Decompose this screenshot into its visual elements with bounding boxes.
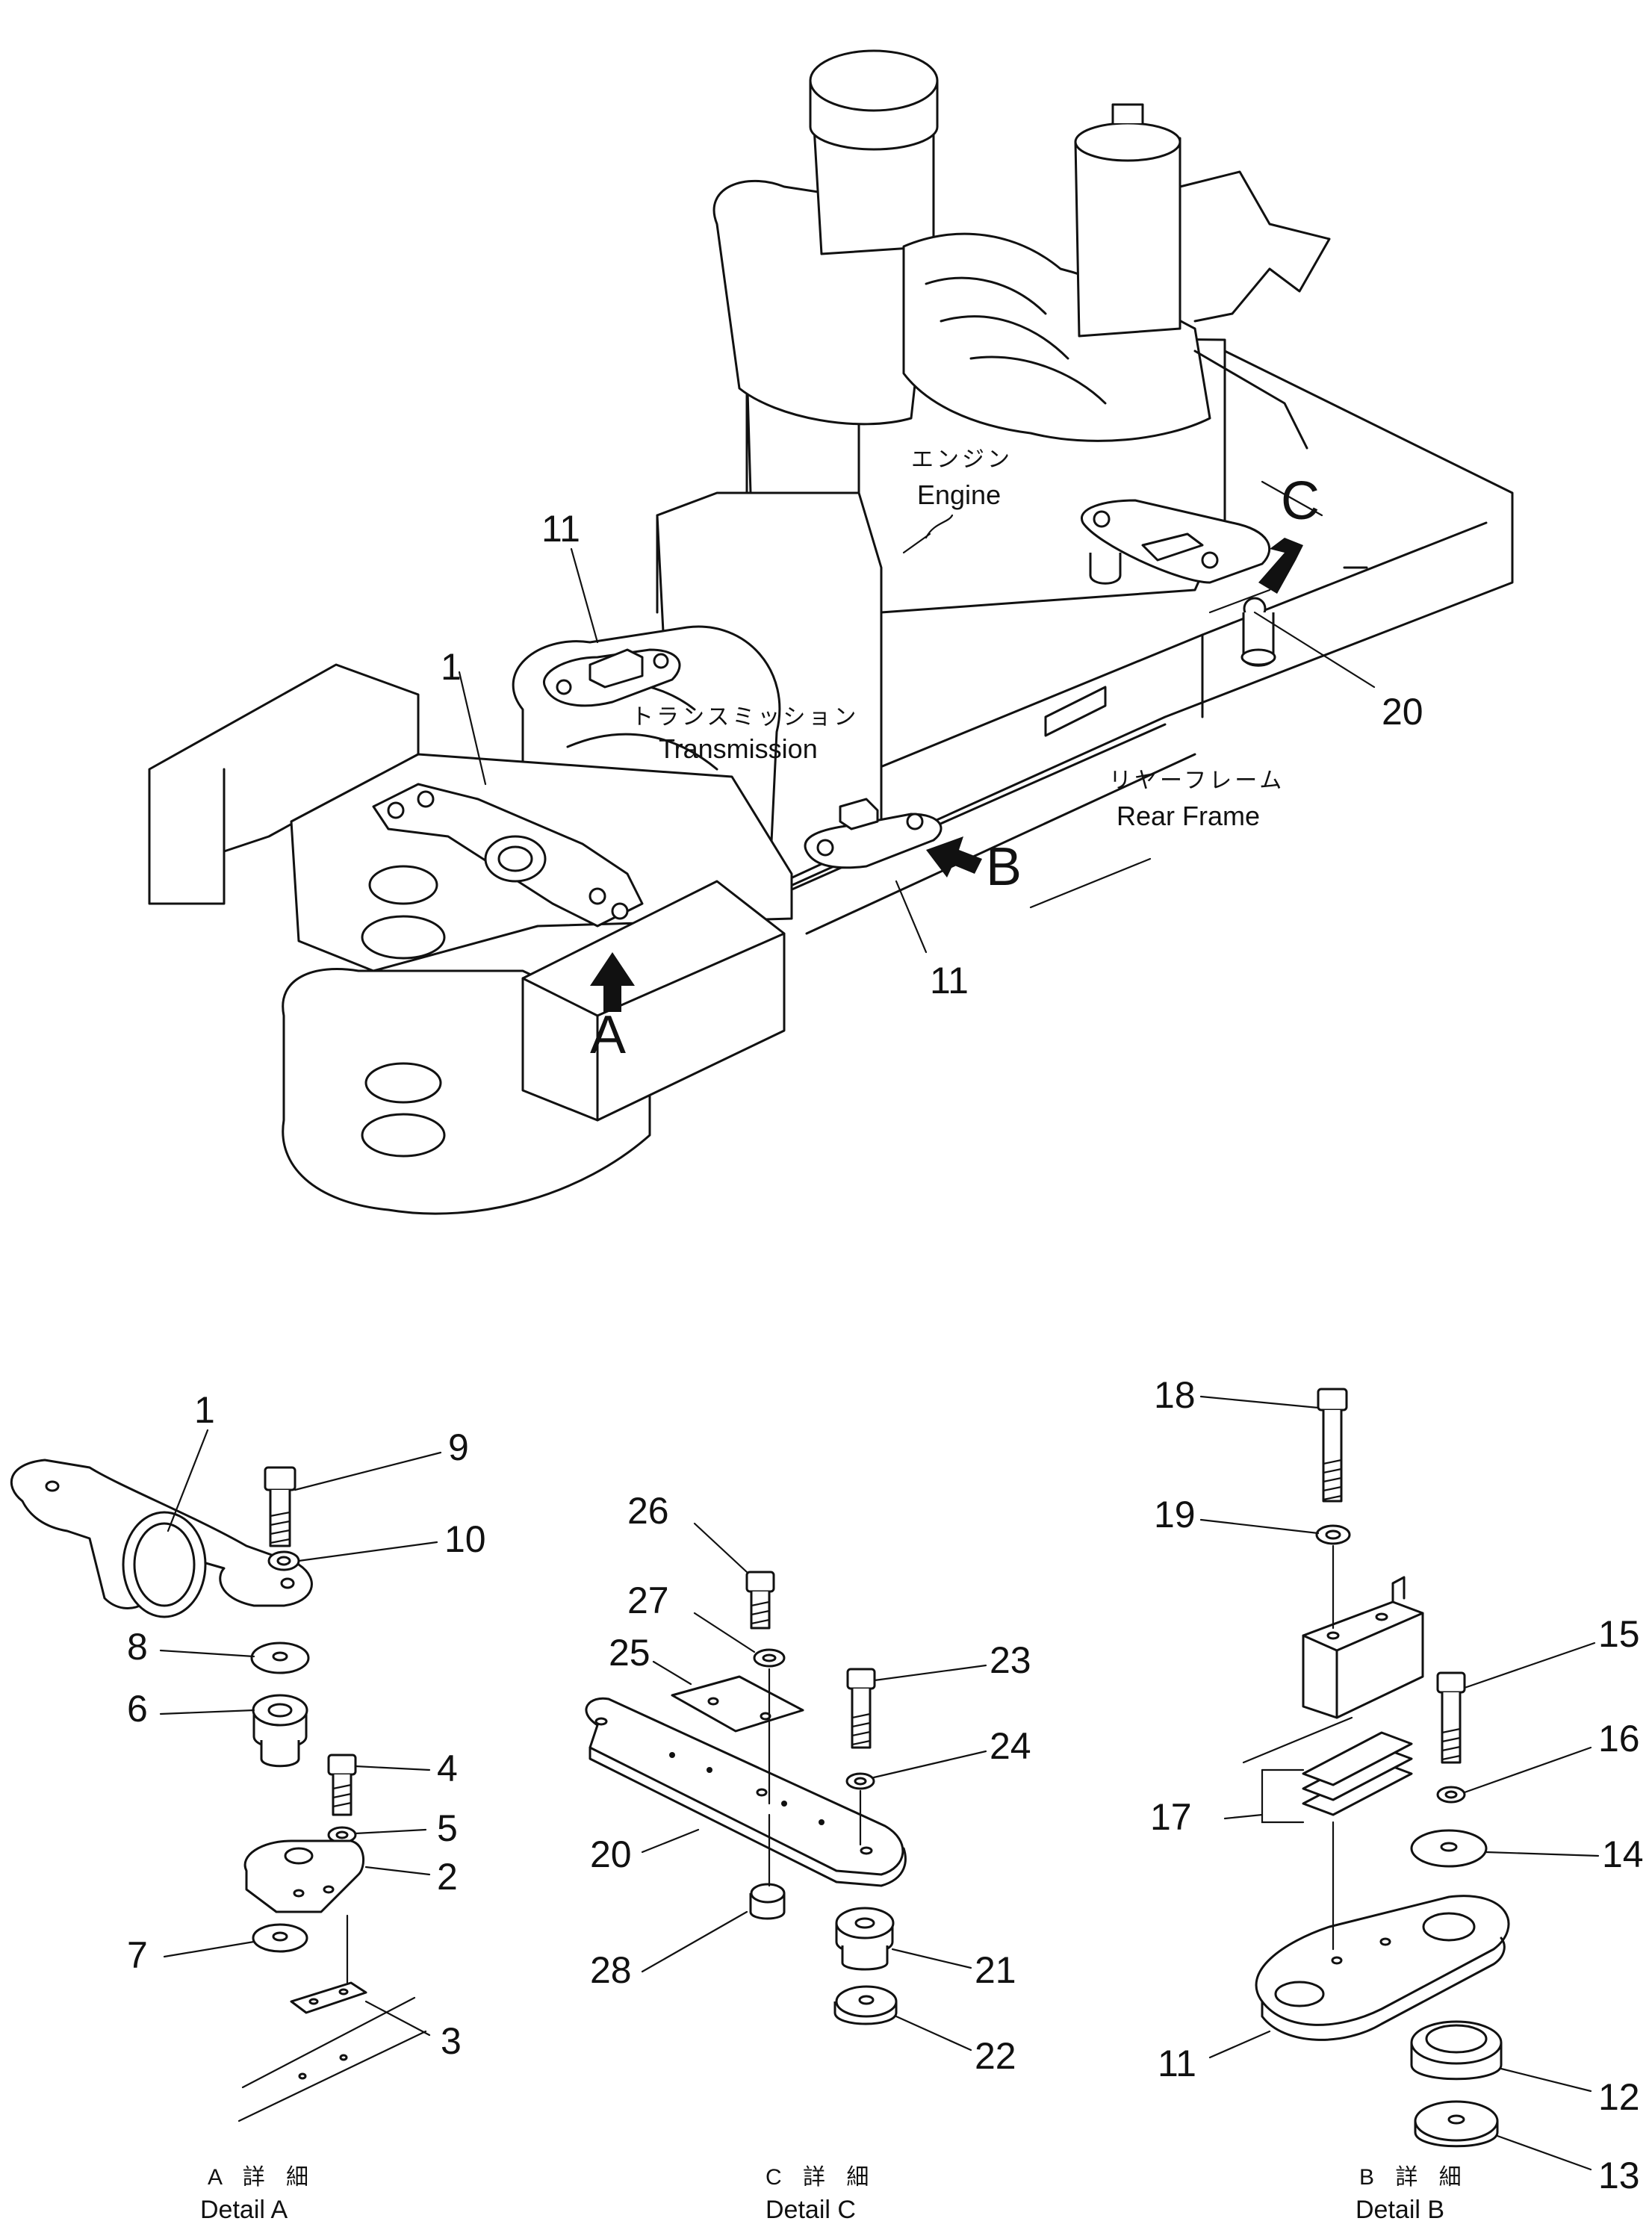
detail-b-part-17: 17 [1150, 1796, 1192, 1838]
detail-c-part-28: 28 [590, 1949, 632, 1991]
detail-a-part-5: 5 [437, 1807, 458, 1849]
detail-a-caption-en: Detail A [200, 2196, 288, 2224]
detail-c-caption-jp: C 詳 細 [766, 2165, 876, 2190]
detail-b-part-19: 19 [1154, 1494, 1196, 1535]
detail-b-view: 18 19 15 16 17 14 11 12 13 B 詳 細 Detail … [1150, 1374, 1644, 2224]
detail-a-part-1: 1 [194, 1389, 215, 1431]
view-marker-a: A [590, 1005, 626, 1065]
view-marker-c: C [1281, 471, 1320, 531]
detail-c-caption-en: Detail C [766, 2196, 856, 2224]
detail-b-part-16: 16 [1598, 1718, 1640, 1760]
detail-c-part-21: 21 [975, 1949, 1016, 1991]
view-arrow-a [590, 952, 635, 1012]
callout-11-top: 11 [541, 508, 580, 550]
detail-c-part-23: 23 [990, 1639, 1031, 1681]
rear-frame-label-jp: リヤーフレーム [1109, 768, 1285, 793]
engine-label-jp: エンジン [911, 447, 1013, 472]
detail-b-caption-en: Detail B [1356, 2196, 1444, 2224]
detail-a-part-2: 2 [437, 1856, 458, 1898]
detail-b-caption-jp: B 詳 細 [1359, 2165, 1469, 2190]
rear-engine-mount-c [1080, 499, 1276, 667]
detail-a-part-3: 3 [441, 2020, 462, 2062]
detail-c-part-24: 24 [990, 1725, 1031, 1767]
detail-b-part-11: 11 [1158, 2043, 1196, 2084]
detail-b-part-14: 14 [1602, 1833, 1644, 1875]
detail-c-part-25: 25 [609, 1632, 650, 1674]
view-arrow-b [926, 836, 982, 878]
detail-a-part-8: 8 [127, 1626, 148, 1668]
main-assembly-view: エンジン Engine トランスミッション Transmission リヤーフレ… [148, 49, 1514, 1215]
detail-b-part-18: 18 [1154, 1374, 1196, 1416]
view-marker-b: B [986, 837, 1022, 897]
callout-1: 1 [441, 646, 462, 688]
transmission-label-jp: トランスミッション [631, 705, 859, 730]
callout-11-bottom: 11 [930, 960, 969, 1001]
detail-a-part-10: 10 [444, 1518, 486, 1560]
transmission-mount-top [542, 648, 681, 707]
detail-c-part-22: 22 [975, 2035, 1016, 2077]
main-leader-lines [458, 480, 1376, 954]
detail-a-caption-jp: A 詳 細 [208, 2165, 316, 2190]
detail-a-part-4: 4 [437, 1748, 458, 1789]
detail-c-part-20: 20 [590, 1833, 632, 1875]
frame-mount-b [804, 798, 943, 869]
detail-a-part-7: 7 [127, 1934, 148, 1976]
detail-c-part-26: 26 [627, 1490, 669, 1532]
detail-a-part-6: 6 [127, 1688, 148, 1730]
front-mount-bracket [372, 783, 644, 928]
detail-b-part-13: 13 [1598, 2155, 1640, 2196]
callout-20: 20 [1382, 691, 1423, 733]
engine-label-en: Engine [917, 479, 1001, 510]
view-arrow-c [1258, 538, 1303, 594]
rear-frame-label-en: Rear Frame [1117, 801, 1260, 831]
transmission-label-en: Transmission [659, 733, 818, 764]
detail-a-view: 1 9 10 8 6 4 5 2 7 3 A 詳 細 Detail A [10, 1389, 486, 2224]
detail-a-part-9: 9 [448, 1426, 469, 1468]
detail-b-part-15: 15 [1598, 1613, 1640, 1655]
detail-b-part-12: 12 [1598, 2076, 1640, 2118]
detail-c-view: 26 27 25 23 24 20 28 21 22 C 詳 細 Detail … [585, 1490, 1031, 2224]
detail-c-part-27: 27 [627, 1580, 669, 1621]
